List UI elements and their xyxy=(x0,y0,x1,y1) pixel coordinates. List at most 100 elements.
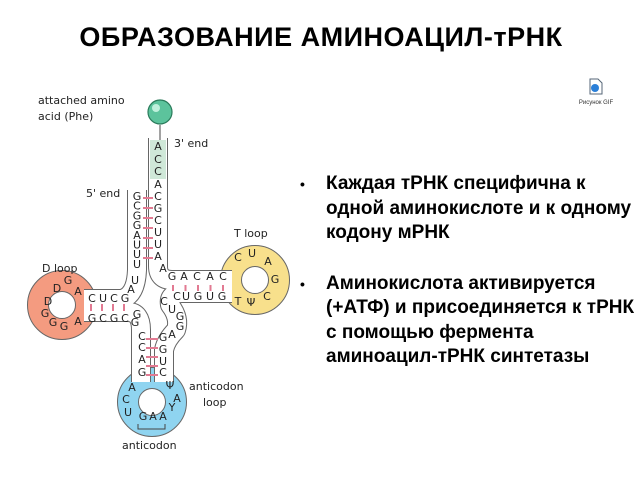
nucleotide-ac-loop: Y xyxy=(168,401,176,414)
nucleotide-d-top: C xyxy=(110,292,118,305)
nucleotide-ac-loop: A xyxy=(149,410,157,423)
base-pair-bar xyxy=(146,347,158,349)
nucleotide-t-loop: U xyxy=(248,247,256,260)
base-pair-bar xyxy=(146,356,158,358)
nucleotide-t-top: A xyxy=(206,270,214,283)
nucleotide-acceptor-3: A xyxy=(154,250,162,263)
strand-outline xyxy=(148,138,232,290)
anticodon-loop-ring xyxy=(118,368,186,436)
nucleotide-acceptor-3: C xyxy=(154,214,162,227)
five-end-label: 5' end xyxy=(86,187,120,200)
gif-caption: Рисунок GIF xyxy=(578,100,614,106)
base-pair-bar xyxy=(143,227,153,229)
nucleotide-t-top: G xyxy=(168,270,177,283)
nucleotide-ac-left: G xyxy=(133,308,142,321)
base-pair-bar xyxy=(222,285,224,291)
nucleotide-t-loop: A xyxy=(264,255,272,268)
strand xyxy=(155,284,232,382)
bullet-list: • Каждая тРНК специфична к одной аминоки… xyxy=(300,172,635,396)
strand xyxy=(149,138,232,289)
strand xyxy=(84,303,150,382)
nucleotide-ac-loop: C xyxy=(122,393,130,406)
nucleotide-d-top: U xyxy=(99,292,107,305)
base-pair-bar xyxy=(184,285,187,291)
nucleotide-d-loop: G xyxy=(60,320,69,333)
nucleotide-t-loop: G xyxy=(271,273,280,286)
nucleotide-d-loop: D xyxy=(44,295,52,308)
nucleotide-d-bottom: G xyxy=(131,316,140,329)
slide-title: ОБРАЗОВАНИЕ АМИНОАЦИЛ-тРНК xyxy=(79,22,563,52)
nucleotide-acceptor-3: C xyxy=(154,190,162,203)
bullet-text: Каждая тРНК специфична к одной аминокисл… xyxy=(326,173,632,243)
nucleotide-t-loop: C xyxy=(234,251,242,264)
nucleotide-d-bottom: G xyxy=(88,312,97,325)
nucleotide-d-top: G xyxy=(121,292,130,305)
nucleotide-acceptor-5: U xyxy=(133,248,141,261)
gif-file-icon xyxy=(589,78,603,95)
nucleotide-acceptor-5: U xyxy=(133,258,141,271)
nucleotide-acceptor-5: C xyxy=(133,200,141,213)
amino-acid-ball-icon xyxy=(147,99,173,125)
nucleotide-ac-loop: U xyxy=(124,406,132,419)
nucleotide-variable: U xyxy=(168,303,176,316)
bullet-text: Аминокислота активируется (+АТФ) и присо… xyxy=(326,272,635,368)
nucleotide-ac-left: G xyxy=(138,366,147,379)
base-pair-bar xyxy=(101,304,103,311)
nucleotide-five-tail: A xyxy=(127,283,135,296)
base-pair-bar xyxy=(143,247,153,249)
nucleotide-acceptor-3: G xyxy=(154,202,163,215)
base-pair-bar xyxy=(146,338,158,340)
nucleotide-acceptor-end: C xyxy=(154,165,162,178)
nucleotide-d-loop: G xyxy=(64,274,73,287)
three-end-label: 3' end xyxy=(174,137,208,150)
t-loop-label: T loop xyxy=(233,227,268,240)
base-pair-bar xyxy=(146,374,158,376)
nucleotide-t-loop: Ψ xyxy=(247,296,256,309)
base-pair-bar xyxy=(143,217,153,219)
nucleotide-variable: G xyxy=(176,320,185,333)
bullet-dot-icon: • xyxy=(300,176,305,192)
base-pair-bar xyxy=(143,207,153,209)
nucleotide-ac-left: C xyxy=(138,330,146,343)
nucleotide-t-bottom: U xyxy=(206,290,214,303)
nucleotide-ac-loop: A xyxy=(128,381,136,394)
base-pair-bar xyxy=(197,285,199,291)
nucleotide-d-loop: D xyxy=(53,282,61,295)
nucleotide-t-bottom: G xyxy=(194,290,203,303)
gif-attachment[interactable]: Рисунок GIF xyxy=(574,78,618,106)
nucleotide-acceptor-5: G xyxy=(133,209,142,222)
nucleotide-d-bottom: C xyxy=(121,312,129,325)
base-pair-bar xyxy=(143,257,153,259)
d-loop-label: D loop xyxy=(42,262,77,275)
nucleotide-acceptor-5: G xyxy=(133,190,142,203)
nucleotide-acceptor-end: C xyxy=(154,153,162,166)
nucleotide-variable: A xyxy=(168,328,176,341)
nucleotide-ac-loop: A xyxy=(173,392,181,405)
base-pair-bar xyxy=(123,304,125,311)
base-pair-bar xyxy=(143,237,153,239)
nucleotide-t-top: C xyxy=(219,270,227,283)
nucleotide-acceptor-end: A xyxy=(154,140,162,153)
anticodon-loop-label-1: anticodon xyxy=(189,380,244,393)
nucleotide-ac-right: G xyxy=(159,331,168,344)
nucleotide-t-bottom: G xyxy=(218,290,227,303)
nucleotide-d-top: C xyxy=(88,292,96,305)
nucleotide-variable: G xyxy=(176,310,185,323)
base-pair-bar xyxy=(112,304,114,311)
nucleotide-five-tail: U xyxy=(131,274,139,287)
nucleotide-acceptor-5: U xyxy=(133,239,141,252)
nucleotide-d-bottom: C xyxy=(99,312,107,325)
nucleotide-ac-left: A xyxy=(138,353,146,366)
nucleotide-d-loop: G xyxy=(41,307,50,320)
base-pair-bar xyxy=(209,285,212,291)
amino-acid-label-1: attached amino xyxy=(38,94,125,107)
nucleotide-variable: C xyxy=(160,295,168,308)
base-pair-bar xyxy=(143,197,153,199)
anticodon-label: anticodon xyxy=(122,439,177,452)
nucleotide-d-loop: G xyxy=(49,316,58,329)
base-pair-bar xyxy=(90,304,92,311)
anticodon-bracket xyxy=(137,424,166,430)
nucleotide-t-bottom: U xyxy=(182,290,190,303)
